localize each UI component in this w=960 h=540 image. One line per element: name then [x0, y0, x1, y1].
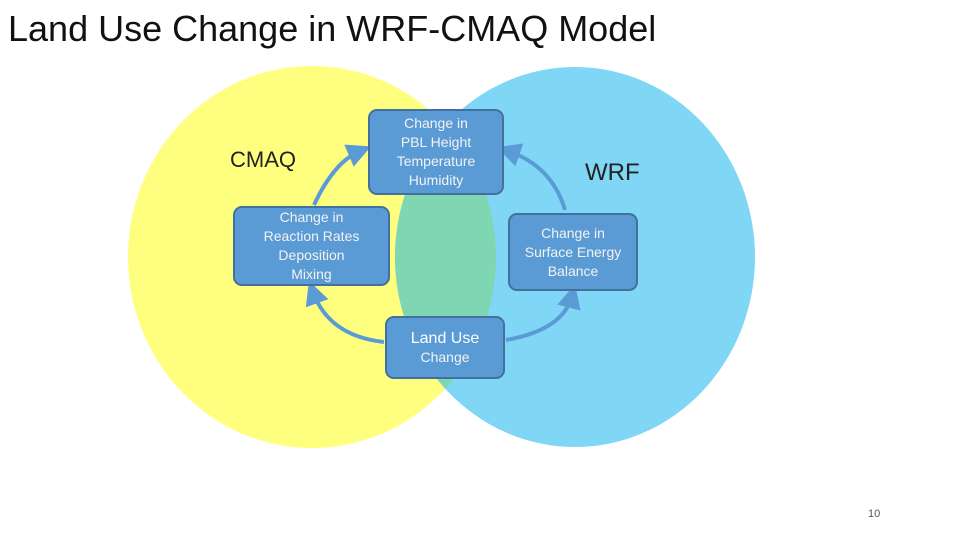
surface-line-3: Balance: [547, 262, 599, 279]
reaction-change-box: Change in Reaction Rates Deposition Mixi…: [233, 206, 390, 286]
page-number: 10: [868, 508, 881, 520]
pbl-line-3: Temperature: [396, 153, 476, 169]
reaction-line-2: Reaction Rates: [263, 228, 360, 244]
arrow-landuse-to-reaction: [305, 280, 385, 344]
land-use-line-1: Land Use: [410, 329, 480, 347]
land-use-line-2: Change: [420, 348, 470, 365]
reaction-line-1: Change in: [279, 209, 344, 225]
arrow-reaction-to-pbl: [312, 144, 372, 206]
reaction-line-4: Mixing: [291, 266, 332, 282]
surface-line-1: Change in: [541, 224, 605, 241]
pbl-line-4: Humidity: [408, 172, 464, 188]
pbl-line-1: Change in: [404, 115, 468, 131]
pbl-change-box: Change in PBL Height Temperature Humidit…: [368, 109, 504, 195]
arrow-surface-to-pbl: [496, 143, 567, 211]
cmaq-label: CMAQ: [230, 147, 296, 172]
reaction-line-3: Deposition: [278, 247, 345, 263]
slide-title: Land Use Change in WRF-CMAQ Model: [8, 8, 657, 49]
arrow-landuse-to-surface: [505, 284, 581, 342]
land-use-change-box: Land Use Change: [385, 316, 505, 379]
wrf-label: WRF: [585, 159, 640, 186]
surface-energy-box: Change in Surface Energy Balance: [508, 213, 638, 291]
surface-line-2: Surface Energy: [524, 243, 622, 260]
pbl-line-2: PBL Height: [400, 134, 472, 150]
